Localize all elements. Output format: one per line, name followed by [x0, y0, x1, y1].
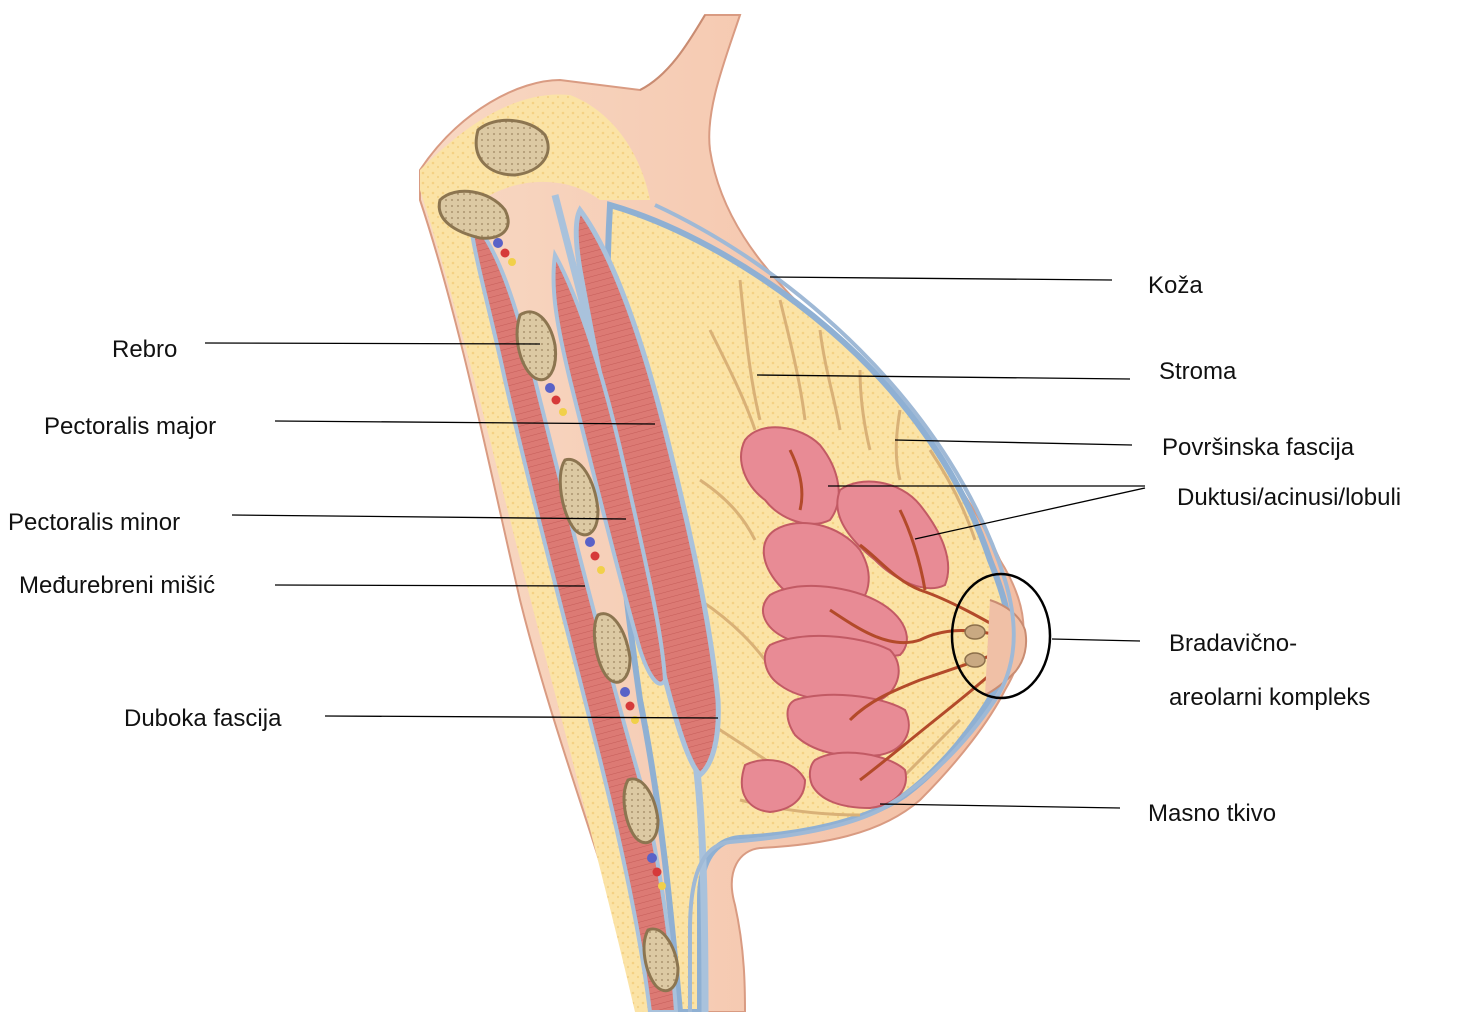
label-nipple-areola-line2: areolarni kompleks: [1169, 684, 1370, 712]
label-nipple-areola-line1: Bradavično-: [1169, 630, 1297, 658]
label-pectoralis-major: Pectoralis major: [44, 413, 216, 441]
label-fat-tissue: Masno tkivo: [1148, 800, 1276, 828]
label-rib: Rebro: [112, 336, 177, 364]
label-ducts-acini-lobules: Duktusi/acinusi/lobuli: [1177, 484, 1401, 512]
label-stroma: Stroma: [1159, 358, 1236, 386]
leader-line-nipple-areola: [1052, 639, 1140, 641]
label-intercostal-muscle: Međurebreni mišić: [19, 572, 215, 600]
label-skin: Koža: [1148, 272, 1203, 300]
label-superficial-fascia: Površinska fascija: [1162, 434, 1354, 462]
label-deep-fascia: Duboka fascija: [124, 705, 281, 733]
leader-line-skin: [770, 277, 1112, 280]
label-pectoralis-minor: Pectoralis minor: [8, 509, 180, 537]
leader-line-fat: [880, 804, 1120, 808]
